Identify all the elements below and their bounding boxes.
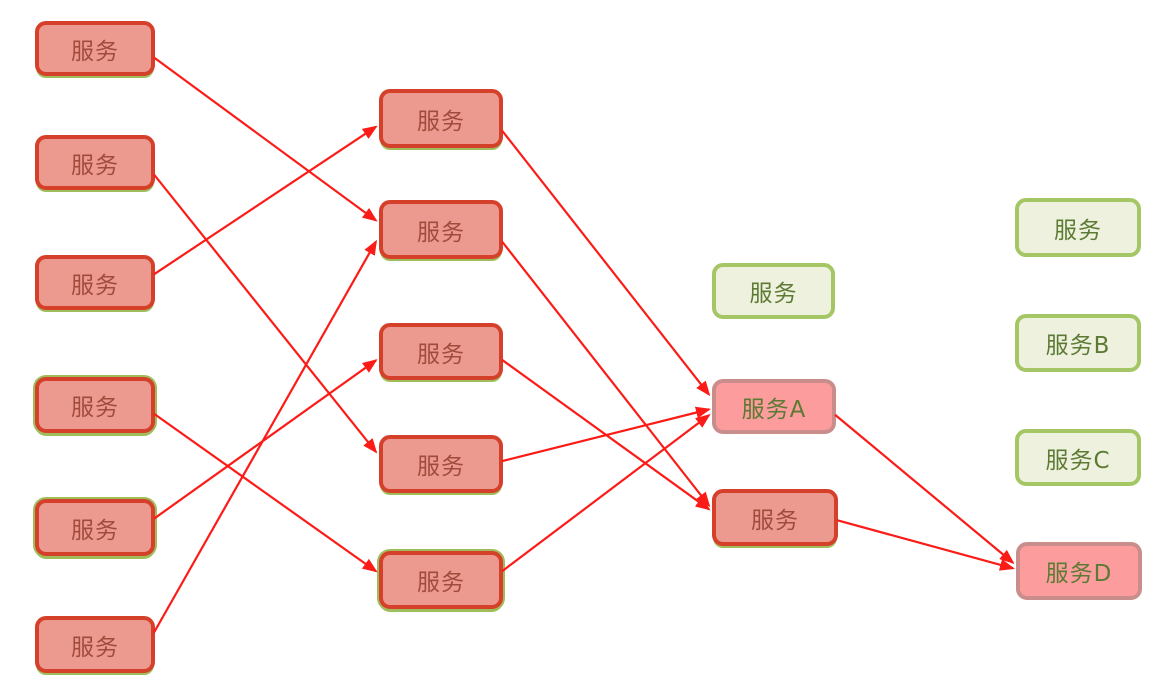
service-node-s5[interactable]: 服务 <box>35 499 155 556</box>
service-node-m2[interactable]: 服务 <box>379 200 503 259</box>
service-node-s3[interactable]: 服务 <box>35 255 155 310</box>
service-node-label: 服务 <box>417 108 465 135</box>
service-node-label: 服务D <box>1045 561 1113 587</box>
service-node-g2[interactable]: 服务 <box>1015 198 1141 257</box>
dependency-edge-m1-a <box>501 129 711 397</box>
service-node-label: 服务 <box>71 517 119 544</box>
service-node-label: 服务 <box>749 281 798 307</box>
service-node-label: 服务 <box>71 272 119 299</box>
service-node-label: 服务 <box>751 507 799 534</box>
service-node-label: 服务A <box>741 396 807 423</box>
service-node-label: 服务C <box>1045 447 1111 474</box>
service-node-label: 服务 <box>417 219 465 246</box>
service-node-b[interactable]: 服务B <box>1015 314 1141 372</box>
service-node-d[interactable]: 服务D <box>1016 542 1142 600</box>
service-node-label: 服务 <box>71 395 119 421</box>
service-node-m3[interactable]: 服务 <box>379 323 503 380</box>
dependency-edge-s6-m2 <box>153 239 377 634</box>
dependency-edge-m5-a <box>501 413 711 573</box>
service-node-label: 服务 <box>417 570 465 596</box>
service-node-label: 服务B <box>1045 333 1111 359</box>
service-node-s2[interactable]: 服务 <box>35 135 155 190</box>
service-node-r1[interactable]: 服务 <box>712 489 838 546</box>
dependency-edge-m2-r1 <box>501 240 711 508</box>
service-node-m1[interactable]: 服务 <box>379 89 503 148</box>
service-node-label: 服务 <box>71 634 119 661</box>
dependency-edge-a-d <box>834 413 1015 565</box>
service-node-label: 服务 <box>1054 217 1102 244</box>
service-node-a[interactable]: 服务A <box>712 379 836 434</box>
service-node-m4[interactable]: 服务 <box>379 435 503 493</box>
dependency-edge-s5-m3 <box>153 359 378 520</box>
dependency-edge-m4-a <box>501 406 711 463</box>
service-node-label: 服务 <box>417 341 465 368</box>
service-node-s4[interactable]: 服务 <box>35 377 155 433</box>
service-node-s6[interactable]: 服务 <box>35 616 155 673</box>
dependency-edge-s1-m2 <box>153 56 378 222</box>
dependency-edge-r1-d <box>836 519 1015 571</box>
service-node-g1[interactable]: 服务 <box>712 263 835 319</box>
service-node-label: 服务 <box>71 38 119 65</box>
service-node-s1[interactable]: 服务 <box>35 21 155 76</box>
service-node-m5[interactable]: 服务 <box>379 551 503 609</box>
dependency-edge-s3-m1 <box>153 125 378 276</box>
dependency-edge-m3-r1 <box>501 358 711 511</box>
dependency-edge-s4-m5 <box>153 412 378 573</box>
service-node-c[interactable]: 服务C <box>1015 429 1141 486</box>
dependency-edge-s2-m4 <box>153 173 378 454</box>
service-node-label: 服务 <box>71 152 119 179</box>
service-node-label: 服务 <box>417 454 465 480</box>
